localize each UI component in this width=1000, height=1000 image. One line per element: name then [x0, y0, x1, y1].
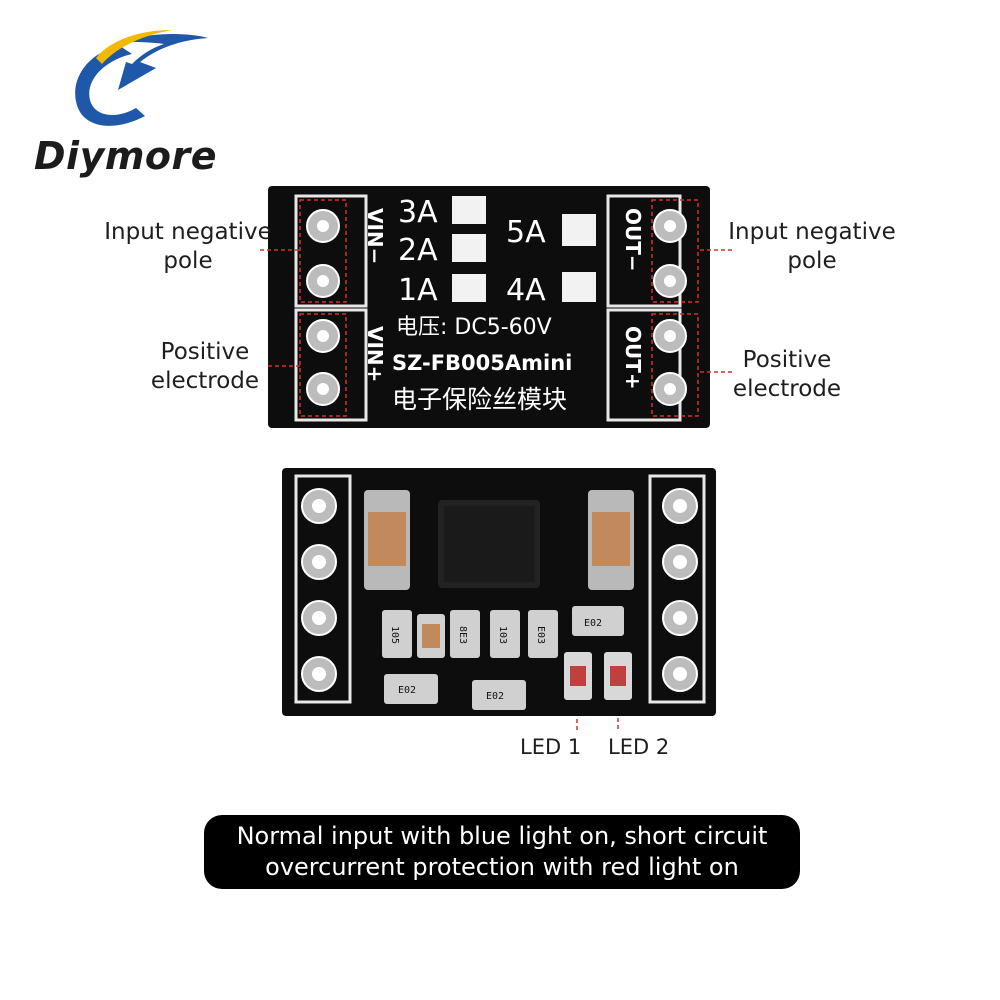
led-2-label: LED 2 — [608, 735, 670, 759]
led-1-label: LED 1 — [520, 735, 582, 759]
current-5a-label: 5A — [506, 215, 546, 250]
model-marking: SZ-FB005Amini — [392, 351, 572, 375]
current-2a-label: 2A — [398, 233, 438, 268]
out-pos-label: OUT+ — [621, 326, 645, 390]
module-name-marking: 电子保险丝模块 — [392, 385, 567, 414]
marking-e02-a: E02 — [584, 618, 602, 629]
marking-e02-b: E02 — [398, 685, 416, 696]
caption-banner: Normal input with blue light on, short c… — [204, 815, 800, 889]
marking-8e3: 8E3 — [457, 626, 468, 644]
marking-e02-c: E02 — [486, 691, 504, 702]
vin-pos-label: VIN+ — [363, 326, 387, 382]
current-1a-label: 1A — [398, 273, 438, 308]
vin-neg-label: VIN− — [363, 208, 387, 264]
voltage-marking: 电压: DC5-60V — [396, 315, 552, 340]
marking-103: 103 — [497, 626, 508, 644]
diymore-logo-icon — [75, 30, 208, 126]
fuse-module-bottom-view: 105 8E3 103 E03 E02 E02 E02 — [282, 468, 716, 716]
marking-105: 105 — [389, 626, 400, 644]
current-3a-label: 3A — [398, 195, 438, 230]
caption-line-2: overcurrent protection with red light on — [265, 853, 739, 881]
current-4a-label: 4A — [506, 273, 546, 308]
caption-line-1: Normal input with blue light on, short c… — [236, 822, 768, 850]
marking-e03: E03 — [535, 626, 546, 644]
brand-name: Diymore — [34, 134, 218, 178]
fuse-module-top-view: VIN− VIN+ OUT− OUT+ 3A 2A 1A 5A 4A 电压: D… — [268, 186, 710, 428]
out-neg-label: OUT− — [621, 208, 645, 272]
